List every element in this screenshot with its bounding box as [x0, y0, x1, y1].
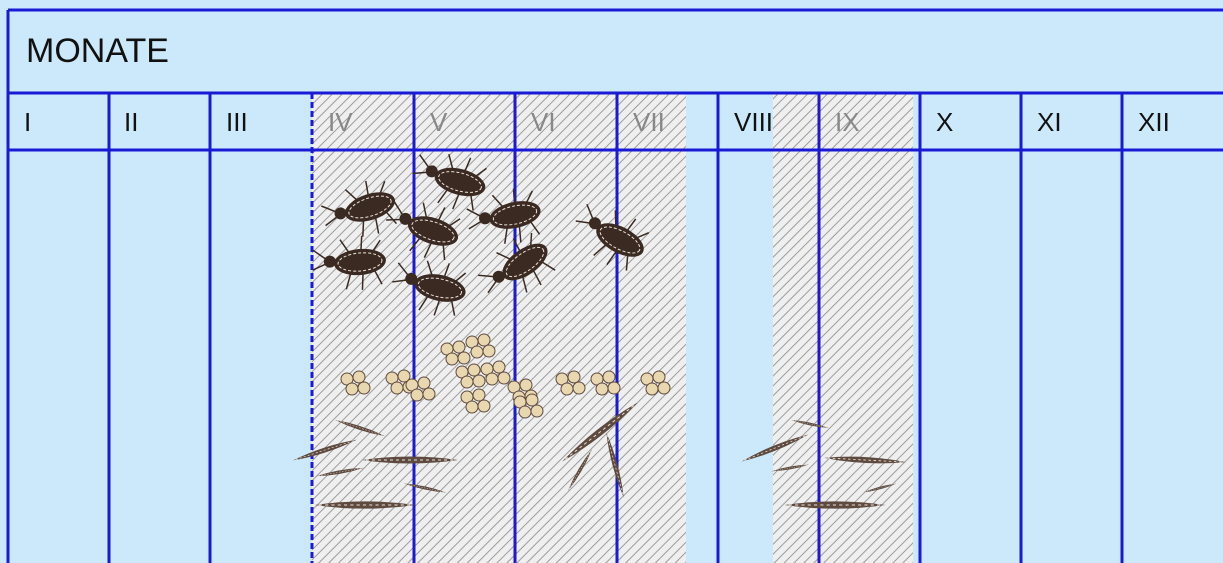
month-label-9: IX: [835, 107, 860, 137]
month-label-3: III: [226, 107, 248, 137]
month-label-7: VII: [633, 107, 665, 137]
month-label-11: XI: [1037, 107, 1062, 137]
month-label-1: I: [24, 107, 31, 137]
month-label-10: X: [936, 107, 953, 137]
active-period-autumn: [773, 93, 913, 563]
header-title: MONATE: [26, 32, 169, 70]
month-label-5: V: [430, 107, 448, 137]
month-label-4: IV: [328, 107, 353, 137]
month-label-12: XII: [1138, 107, 1170, 137]
month-label-2: II: [124, 107, 138, 137]
month-label-6: VI: [531, 107, 556, 137]
active-period-spring: [312, 93, 686, 563]
month-label-8: VIII: [734, 107, 773, 137]
